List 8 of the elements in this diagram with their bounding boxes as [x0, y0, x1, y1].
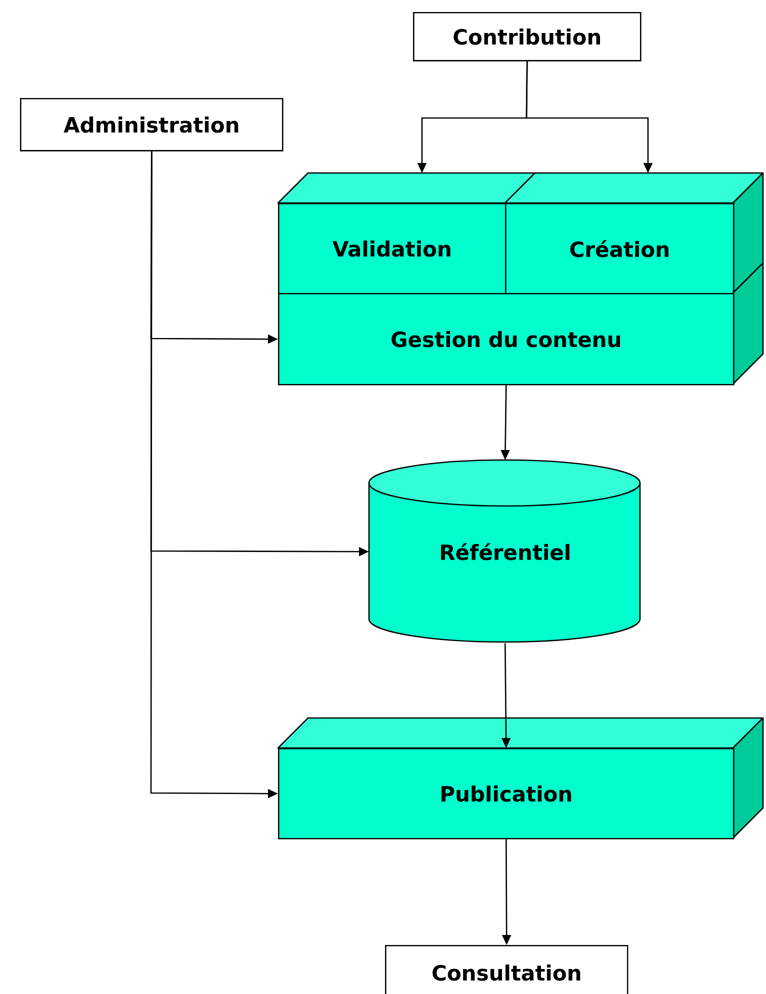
process-box: Administration — [20, 98, 284, 152]
block-face: Création — [504, 172, 764, 294]
block-face: Publication — [277, 717, 764, 840]
block-face: Gestion du contenu — [278, 262, 764, 386]
block-face: Validation — [277, 172, 536, 294]
process-box: Consultation — [385, 945, 628, 994]
process-box: Contribution — [413, 12, 642, 62]
database-cylinder: Référentiel — [368, 459, 641, 643]
